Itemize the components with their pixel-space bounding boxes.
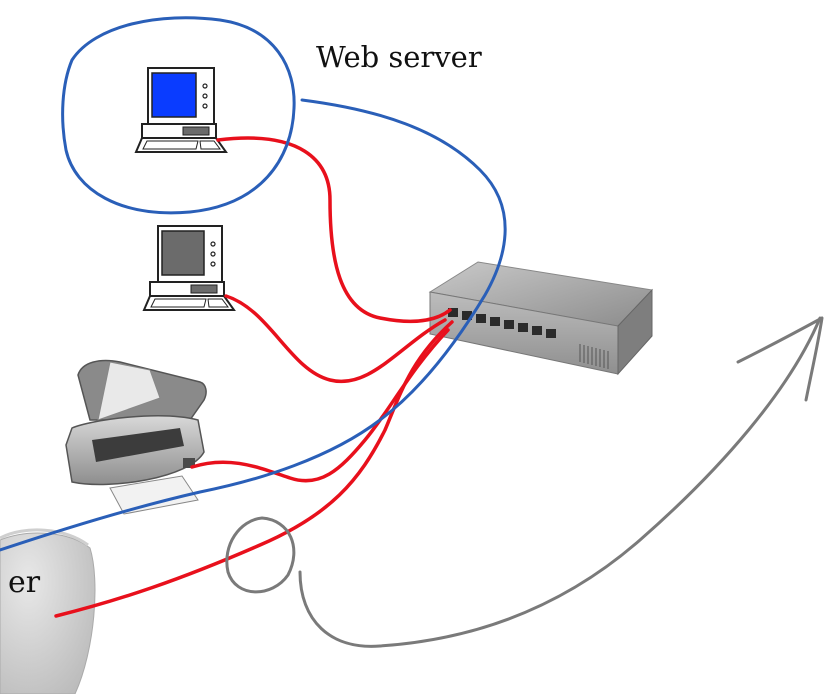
router-label: er — [8, 565, 41, 600]
router-icon — [0, 528, 96, 694]
cable-computer2 — [224, 294, 447, 384]
computer-icon — [142, 225, 236, 311]
loop-annotation — [225, 516, 296, 594]
annotation-gray — [225, 316, 824, 648]
cable-printer — [190, 328, 450, 483]
cable-webserver — [216, 136, 452, 324]
arrow-head — [736, 316, 824, 402]
web-server-label: Web server — [316, 40, 482, 74]
highlight-path — [0, 98, 507, 552]
printer-icon — [65, 359, 207, 515]
network-switch-icon — [428, 261, 654, 376]
arrow-annotation — [298, 316, 822, 648]
circle-annotation — [61, 16, 296, 215]
cable-router — [54, 320, 454, 618]
computer-icon — [134, 67, 228, 153]
cables — [54, 136, 454, 618]
annotation-blue — [0, 16, 507, 552]
